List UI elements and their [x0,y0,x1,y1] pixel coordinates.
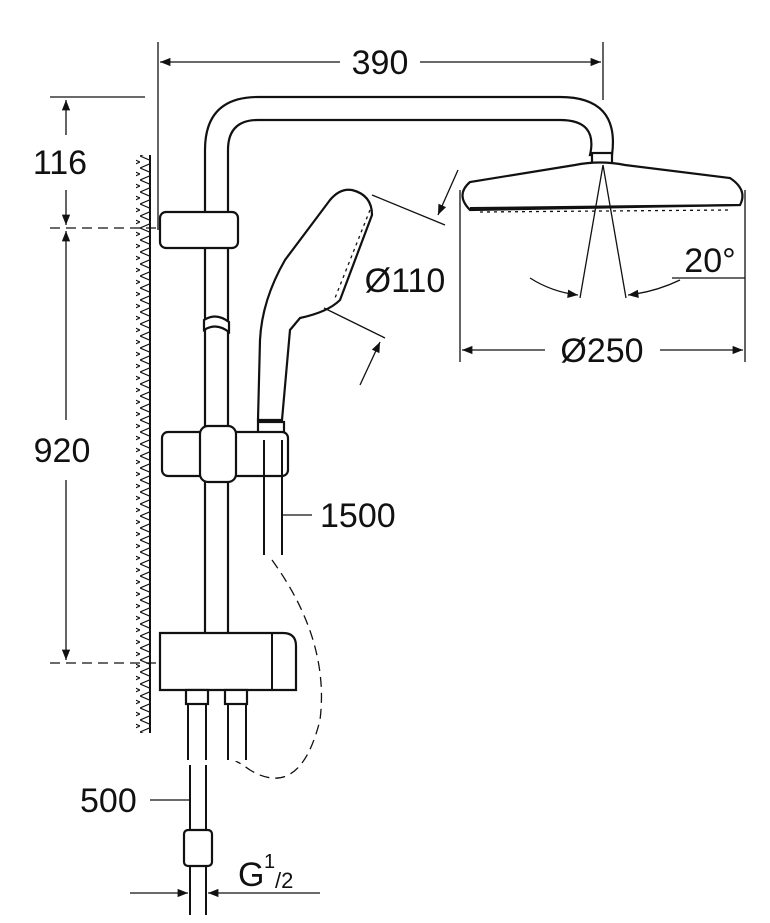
dimension-label-920: 920 [34,432,91,470]
dimension-label-110: Ø110 [365,262,446,300]
dimension-label-390: 390 [352,44,409,82]
dimension-thread: G 1 /2 [130,851,320,898]
dimension-250: Ø250 [459,190,746,370]
hand-shower: Ø110 [256,169,459,440]
rail-holders [158,210,290,484]
thread-numerator: 1 [264,851,275,873]
wall [136,155,151,733]
dimension-390: 390 [157,42,604,230]
dimension-label-1500: 1500 [320,497,396,535]
head-shower: 20° [461,161,745,299]
dimension-vertical: 116 920 [33,96,160,664]
thermostat-body [158,631,298,760]
hoses [182,440,323,915]
dimension-label-250: Ø250 [560,332,643,370]
dimension-label-116: 116 [33,144,87,182]
thread-denominator: /2 [275,868,293,893]
dimension-label-500: 500 [80,782,137,820]
thread-label: G [238,856,264,894]
dimension-label-angle: 20° [684,242,735,280]
